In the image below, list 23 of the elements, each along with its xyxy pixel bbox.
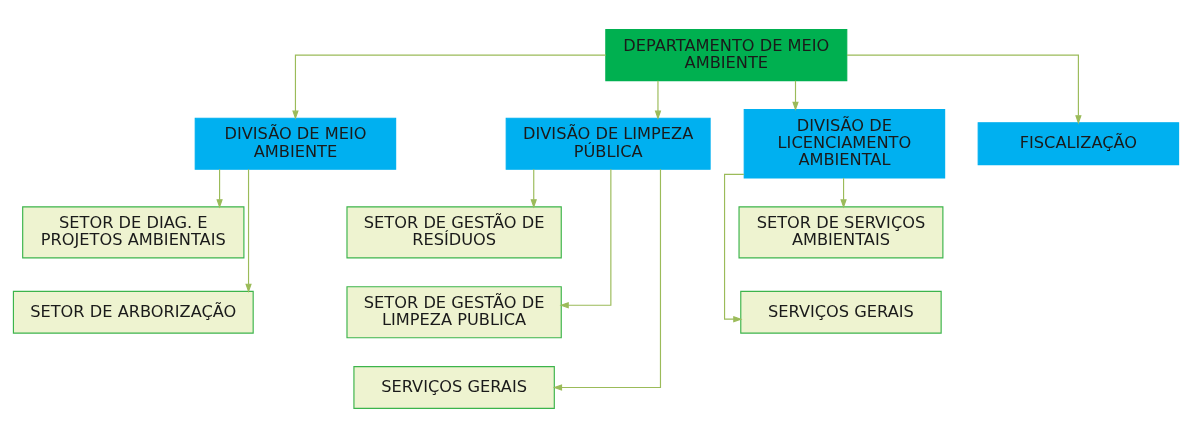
arrow bbox=[792, 79, 799, 111]
node-box: SETOR DE SERVIÇOS AMBIENTAIS bbox=[738, 205, 944, 258]
arrow bbox=[216, 168, 223, 208]
node-box: SERVIÇOS GERAIS bbox=[740, 290, 942, 334]
node-box: SETOR DE ARBORIZAÇÃO bbox=[12, 290, 254, 334]
arrow bbox=[552, 168, 662, 391]
arrow bbox=[245, 168, 252, 293]
node-box: SERVIÇOS GERAIS bbox=[353, 365, 555, 409]
node-box: DIVISÃO DE MEIO AMBIENTE bbox=[194, 117, 397, 170]
node-box: FISCALIZAÇÃO bbox=[977, 121, 1180, 165]
arrow bbox=[840, 177, 847, 209]
node-box: SETOR DE DIAG. E PROJETOS AMBIENTAIS bbox=[22, 205, 245, 258]
node-box: DEPARTAMENTO DE MEIO AMBIENTE bbox=[605, 28, 848, 81]
node-box: DIVISÃO DE LICENCIAMENTO AMBIENTAL bbox=[743, 108, 946, 178]
arrow bbox=[530, 168, 537, 208]
arrow bbox=[654, 79, 662, 120]
arrow bbox=[559, 168, 612, 309]
node-box: DIVISÃO DE LIMPEZA PÚBLICA bbox=[505, 117, 711, 170]
arrow bbox=[723, 173, 745, 322]
arrow bbox=[292, 54, 607, 120]
arrow bbox=[846, 54, 1082, 124]
node-box: SETOR DE GESTÃO DE RESÍDUOS bbox=[346, 205, 562, 258]
node-box: SETOR DE GESTÃO DE LIMPEZA PUBLICA bbox=[346, 285, 562, 338]
